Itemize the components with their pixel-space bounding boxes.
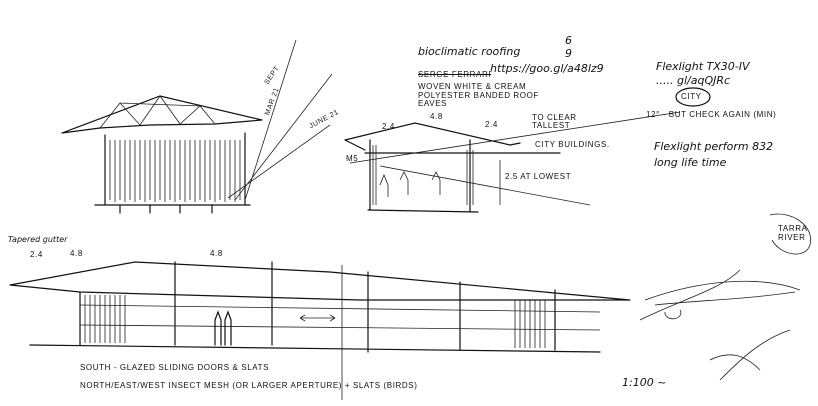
clear-note: TALLEST [532,121,571,130]
scale-note: 1:100 ~ [622,376,667,389]
section-drawing [344,87,711,213]
section-dim: 2.4 [382,122,395,131]
roof-material: EAVES [418,99,448,108]
lowest-note: 2.5 AT LOWEST [505,172,572,181]
roof-maker: SERGE FERRARI [418,70,492,79]
roof-material: WOVEN WHITE & CREAM [418,82,527,91]
city-label: CITY [681,92,702,101]
flexlight-product: Flexlight TX30-IV [656,60,750,73]
elevation-dim: 4.8 [70,249,83,258]
pavilion-elevation [61,39,333,214]
flexlight-link: ..... gl/aqQJRc [656,74,731,87]
city-buildings-note: CITY BUILDINGS. [535,140,610,149]
gutter-note: Tapered gutter [8,235,68,244]
section-dim: 2.4 [485,120,498,129]
m5-label: M5 [346,154,359,163]
elevation-dim: 4.8 [210,249,223,258]
roof-material: POLYESTER BANDED ROOF [418,91,539,100]
detail-sketches [639,213,812,381]
angle-note: 12° - BUT CHECK AGAIN (MIN) [646,110,777,119]
roof-title: bioclimatic roofing [418,45,521,58]
clear-note: TO CLEAR [532,113,577,122]
section-dim: 4.8 [430,112,443,121]
south-note: SOUTH - GLAZED SLIDING DOORS & SLATS [80,363,270,372]
north-note: NORTH/EAST/WEST INSECT MESH (OR LARGER A… [80,381,418,390]
flexlight-life: long life time [654,156,727,169]
elevation-dim: 2.4 [30,250,43,259]
long-elevation [9,261,631,400]
note-number: 9 [565,47,572,60]
river-label: RIVER [778,233,806,242]
river-label: TARRA [778,224,808,233]
flexlight-perform: Flexlight perform 832 [654,140,774,153]
roof-link: https://goo.gl/a48lz9 [490,62,604,75]
note-number: 6 [565,34,572,47]
